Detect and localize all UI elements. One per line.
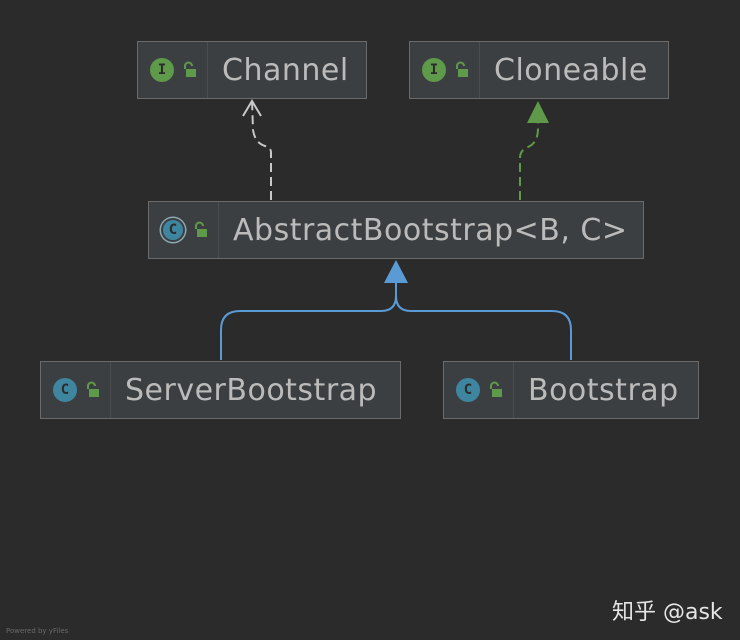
- node-bootstrap[interactable]: C Bootstrap: [443, 361, 699, 419]
- open-lock-icon: [87, 381, 99, 397]
- edge-serverbootstrap-to-abstractbootstrap: [220, 282, 397, 360]
- class-icon: C: [53, 378, 77, 402]
- node-icons: I: [410, 42, 480, 98]
- open-arrowhead: [242, 99, 262, 117]
- node-label: Bootstrap: [528, 372, 679, 408]
- node-abstract-bootstrap[interactable]: C AbstractBootstrap<B, C>: [148, 201, 644, 259]
- edge-abstractbootstrap-to-cloneable: [519, 122, 539, 200]
- open-lock-icon: [456, 61, 468, 77]
- watermark: 知乎 @ask: [612, 600, 723, 625]
- node-label: Channel: [222, 52, 349, 88]
- node-icons: C: [41, 362, 111, 418]
- interface-icon: I: [150, 58, 174, 82]
- interface-icon: I: [422, 58, 446, 82]
- open-lock-icon: [184, 61, 196, 77]
- node-server-bootstrap[interactable]: C ServerBootstrap: [40, 361, 401, 419]
- node-channel[interactable]: I Channel: [137, 41, 367, 99]
- node-icons: I: [138, 42, 208, 98]
- abstract-class-icon: C: [161, 218, 185, 242]
- edge-bootstrap-to-abstractbootstrap: [395, 282, 572, 360]
- open-lock-icon: [490, 381, 502, 397]
- node-icons: C: [149, 202, 219, 258]
- node-icons: C: [444, 362, 514, 418]
- node-label: Cloneable: [494, 52, 648, 88]
- node-label: AbstractBootstrap<B, C>: [233, 212, 628, 248]
- powered-by-label: Powered by yFiles: [6, 627, 69, 635]
- filled-arrowhead-green: [527, 101, 549, 123]
- filled-arrowhead-blue: [384, 260, 408, 283]
- node-label: ServerBootstrap: [125, 372, 378, 408]
- class-icon: C: [456, 378, 480, 402]
- open-lock-icon: [195, 221, 207, 237]
- edge-abstractbootstrap-to-channel: [251, 99, 272, 200]
- node-cloneable[interactable]: I Cloneable: [409, 41, 669, 99]
